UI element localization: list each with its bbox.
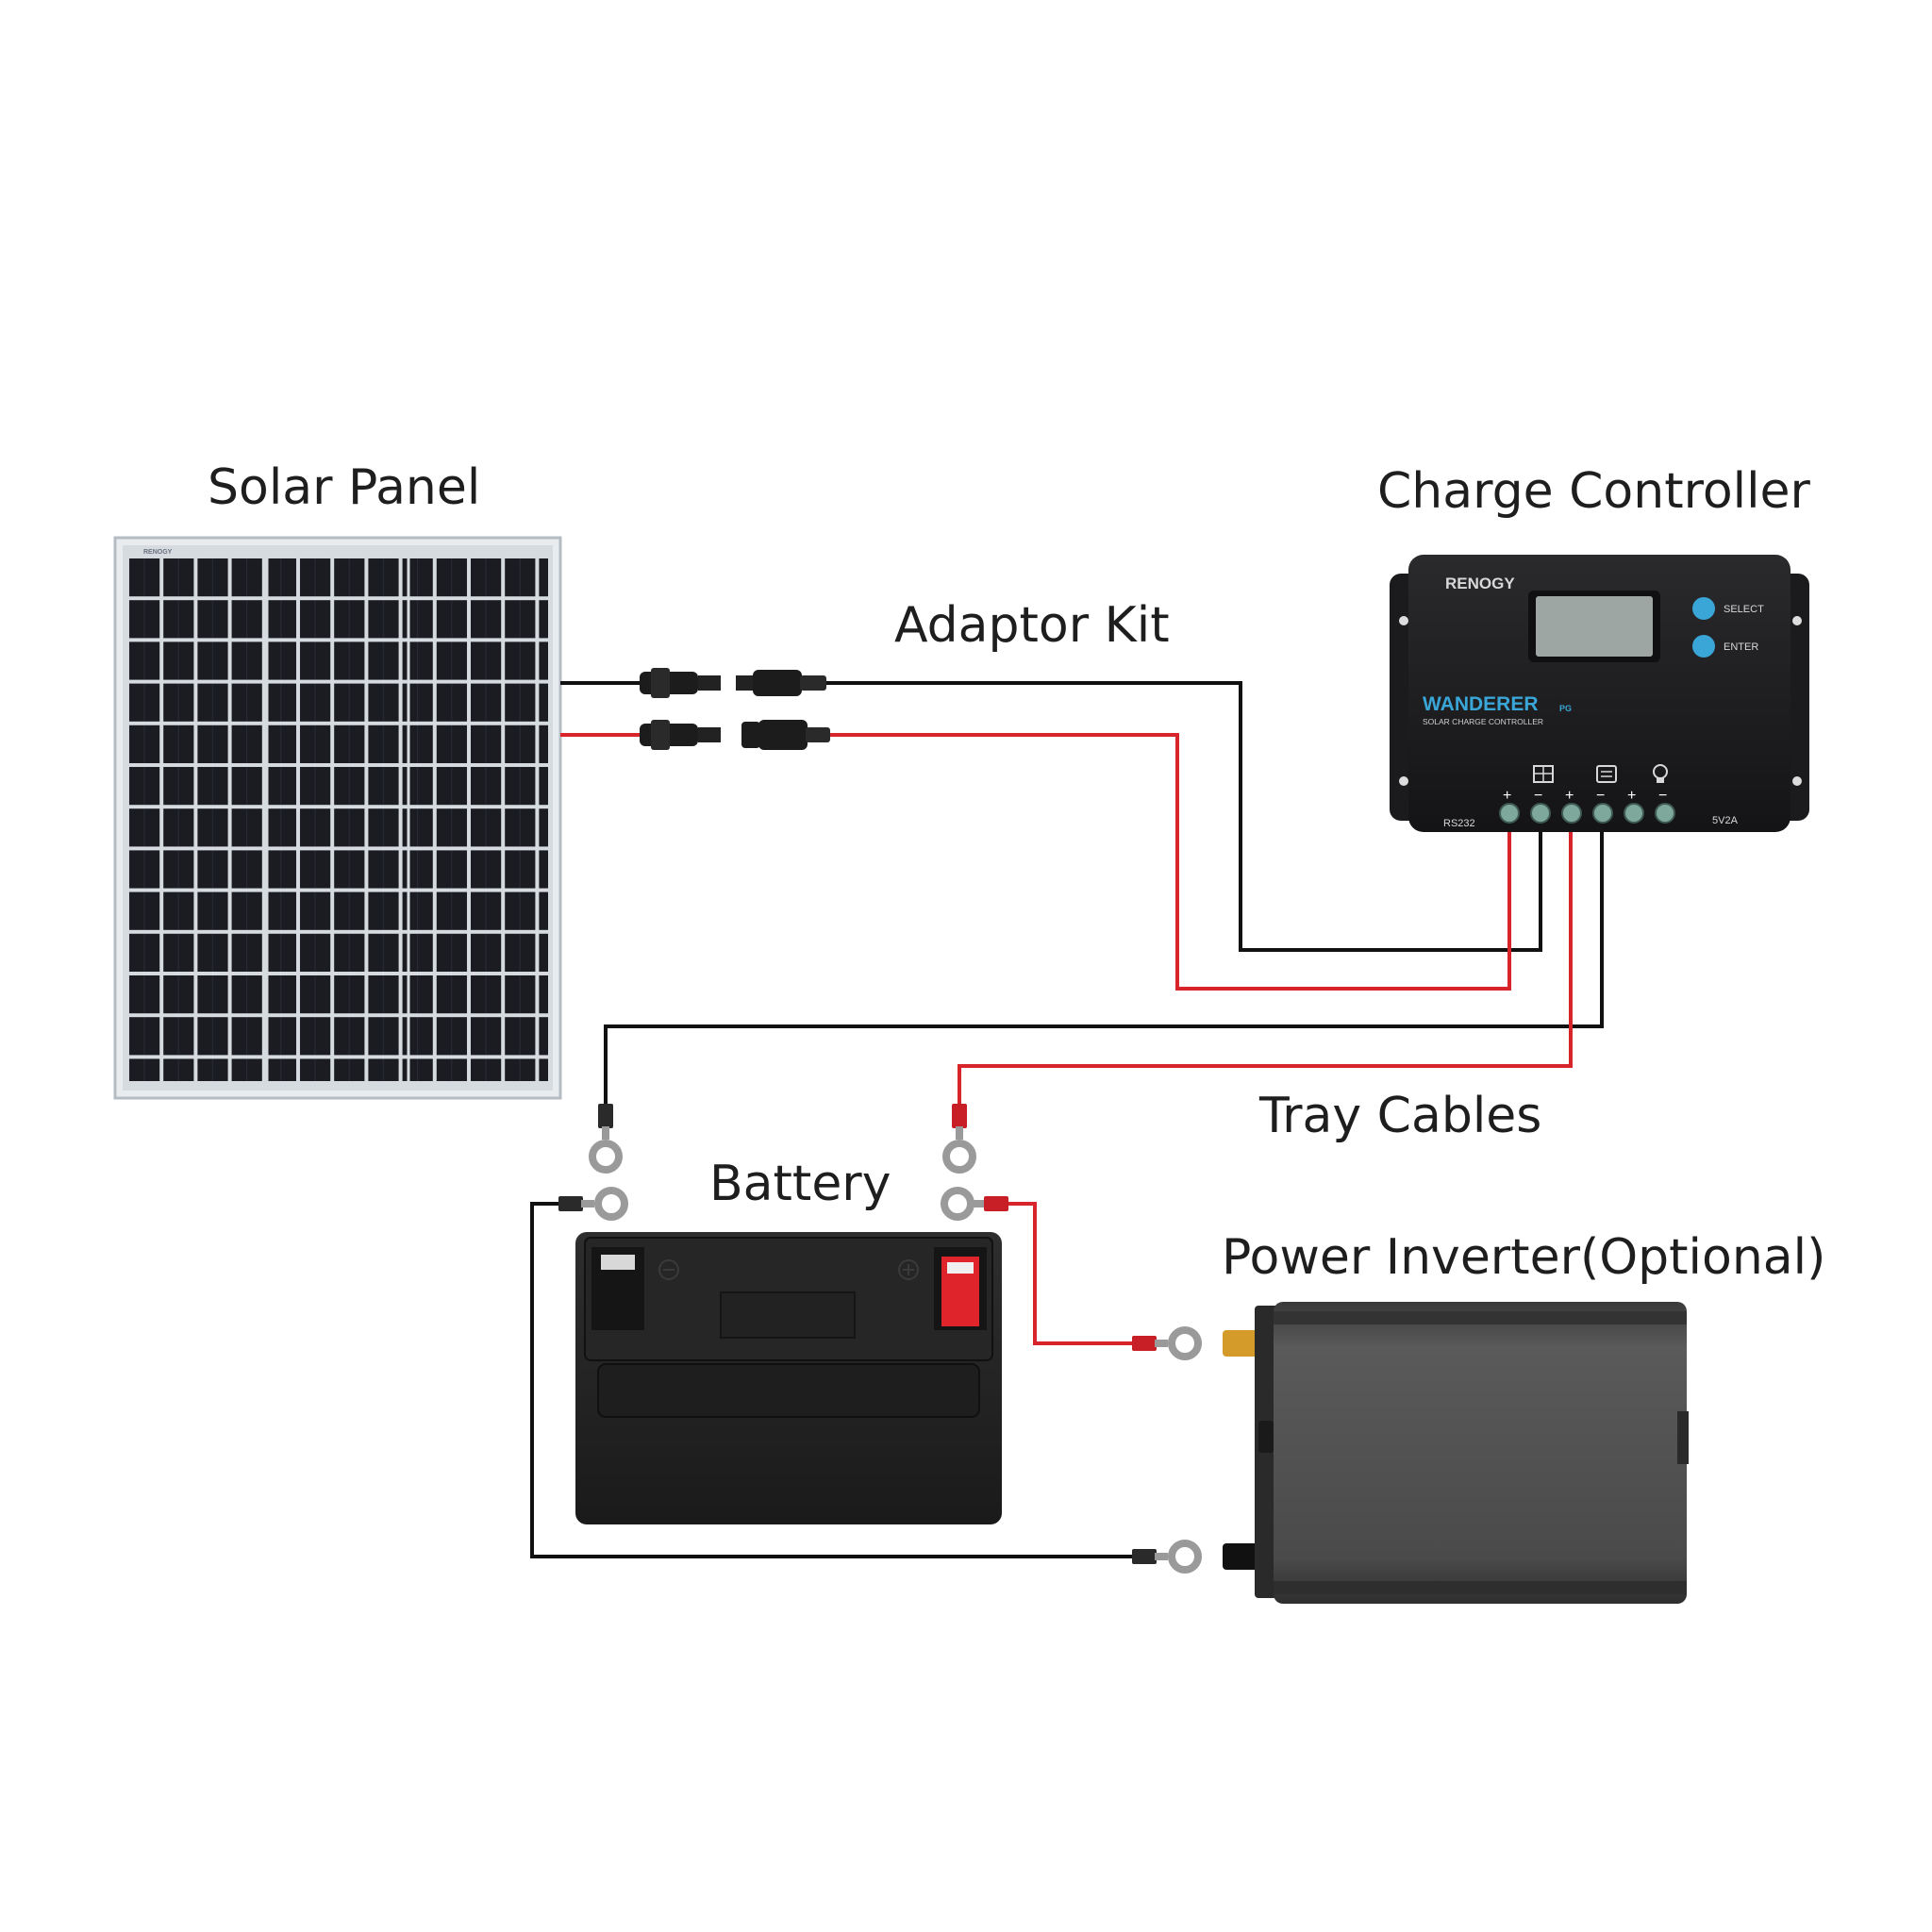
- ring-terminal-battery-negative-inverter: [558, 1187, 628, 1221]
- controller-lcd-screen: [1536, 596, 1653, 657]
- screw-terminal: [1655, 803, 1675, 824]
- battery-negative-terminal: [591, 1247, 644, 1330]
- screw-terminal: [1530, 803, 1551, 824]
- select-button-label: SELECT: [1724, 604, 1764, 615]
- battery-handle-recess: [597, 1363, 980, 1418]
- screw-terminal: [1499, 803, 1520, 824]
- terminal-plus-mark: +: [1565, 788, 1574, 804]
- solar-panel-icon: [1533, 765, 1554, 783]
- rs232-port-label: RS232: [1443, 818, 1475, 829]
- inverter-top-rib: [1274, 1311, 1687, 1324]
- inverter-positive-cable: [998, 1202, 1137, 1345]
- select-button[interactable]: [1692, 597, 1715, 620]
- terminal-minus-mark: −: [1596, 788, 1605, 804]
- terminal-minus-mark: −: [1658, 788, 1667, 804]
- minus-symbol-icon: [658, 1259, 679, 1280]
- controller-model-suffix: PG: [1559, 704, 1572, 713]
- power-inverter: [1223, 1302, 1689, 1604]
- mc4-connector-negative-male: [640, 668, 721, 698]
- inverter-switch[interactable]: [1258, 1421, 1274, 1453]
- mount-hole: [1399, 616, 1408, 625]
- ring-terminal-battery-positive-tray: [942, 1104, 976, 1174]
- ring-terminal-inverter-negative: [1132, 1540, 1202, 1574]
- mount-hole: [1792, 776, 1802, 786]
- screw-terminal: [1592, 803, 1613, 824]
- adaptor-kit-label: Adaptor Kit: [894, 597, 1170, 654]
- screw-terminal: [1624, 803, 1644, 824]
- mc4-connector-negative-female: [736, 670, 826, 696]
- inverter-bottom-rib: [1274, 1581, 1687, 1594]
- controller-model: WANDERER: [1423, 693, 1539, 715]
- enter-button[interactable]: [1692, 635, 1715, 658]
- enter-button-label: ENTER: [1724, 641, 1758, 653]
- battery-label: Battery: [709, 1156, 891, 1212]
- terminal-plus-mark: +: [1627, 788, 1636, 804]
- inverter-end-cap: [1677, 1411, 1689, 1464]
- mount-hole: [1792, 616, 1802, 625]
- battery-negative-tray-cable: [604, 828, 1604, 1104]
- plus-symbol-icon: [898, 1259, 919, 1280]
- light-bulb-icon: [1653, 764, 1668, 783]
- charge-controller-label: Charge Controller: [1377, 463, 1811, 520]
- controller-body: [1408, 555, 1790, 832]
- ring-terminals: [558, 1104, 1202, 1574]
- inverter-negative-cable: [530, 1202, 1137, 1558]
- usb-port-label: 5V2A: [1712, 815, 1739, 826]
- battery-positive-tray-cable: [958, 828, 1573, 1104]
- tray-cables-label: Tray Cables: [1258, 1088, 1541, 1144]
- battery: [575, 1232, 1002, 1524]
- inverter-body: [1274, 1302, 1687, 1604]
- charge-controller: RENOGY SELECT ENTER WANDERER PG SOLAR CH…: [1390, 555, 1809, 832]
- ring-terminal-battery-positive-inverter: [941, 1187, 1008, 1221]
- mount-hole: [1399, 776, 1408, 786]
- controller-screw-terminals: [1499, 803, 1675, 824]
- wiring: [530, 681, 1604, 1558]
- battery-positive-terminal: [934, 1247, 987, 1330]
- pv-negative-extension-wire: [825, 681, 1542, 952]
- solar-panel-brand: RENOGY: [143, 549, 173, 556]
- solar-panel-cell-grid: [127, 557, 548, 1081]
- ring-terminal-inverter-positive: [1132, 1326, 1202, 1360]
- mc4-connector-positive-female: [741, 720, 830, 750]
- pv-positive-extension-wire: [825, 733, 1511, 991]
- battery-label-plate: [720, 1291, 856, 1339]
- screw-terminal: [1561, 803, 1582, 824]
- ring-terminal-battery-negative-tray: [589, 1104, 623, 1174]
- solar-panel: RENOGY: [113, 536, 562, 1100]
- mc4-connector-positive-male: [640, 720, 721, 750]
- terminal-minus-mark: −: [1534, 788, 1542, 804]
- controller-subtitle: SOLAR CHARGE CONTROLLER: [1423, 717, 1543, 726]
- battery-icon: [1596, 765, 1617, 783]
- solar-panel-label: Solar Panel: [208, 459, 480, 516]
- power-inverter-label: Power Inverter(Optional): [1222, 1229, 1825, 1286]
- terminal-plus-mark: +: [1503, 788, 1511, 804]
- adaptor-kit-connectors: [640, 668, 830, 750]
- controller-brand: RENOGY: [1445, 575, 1515, 592]
